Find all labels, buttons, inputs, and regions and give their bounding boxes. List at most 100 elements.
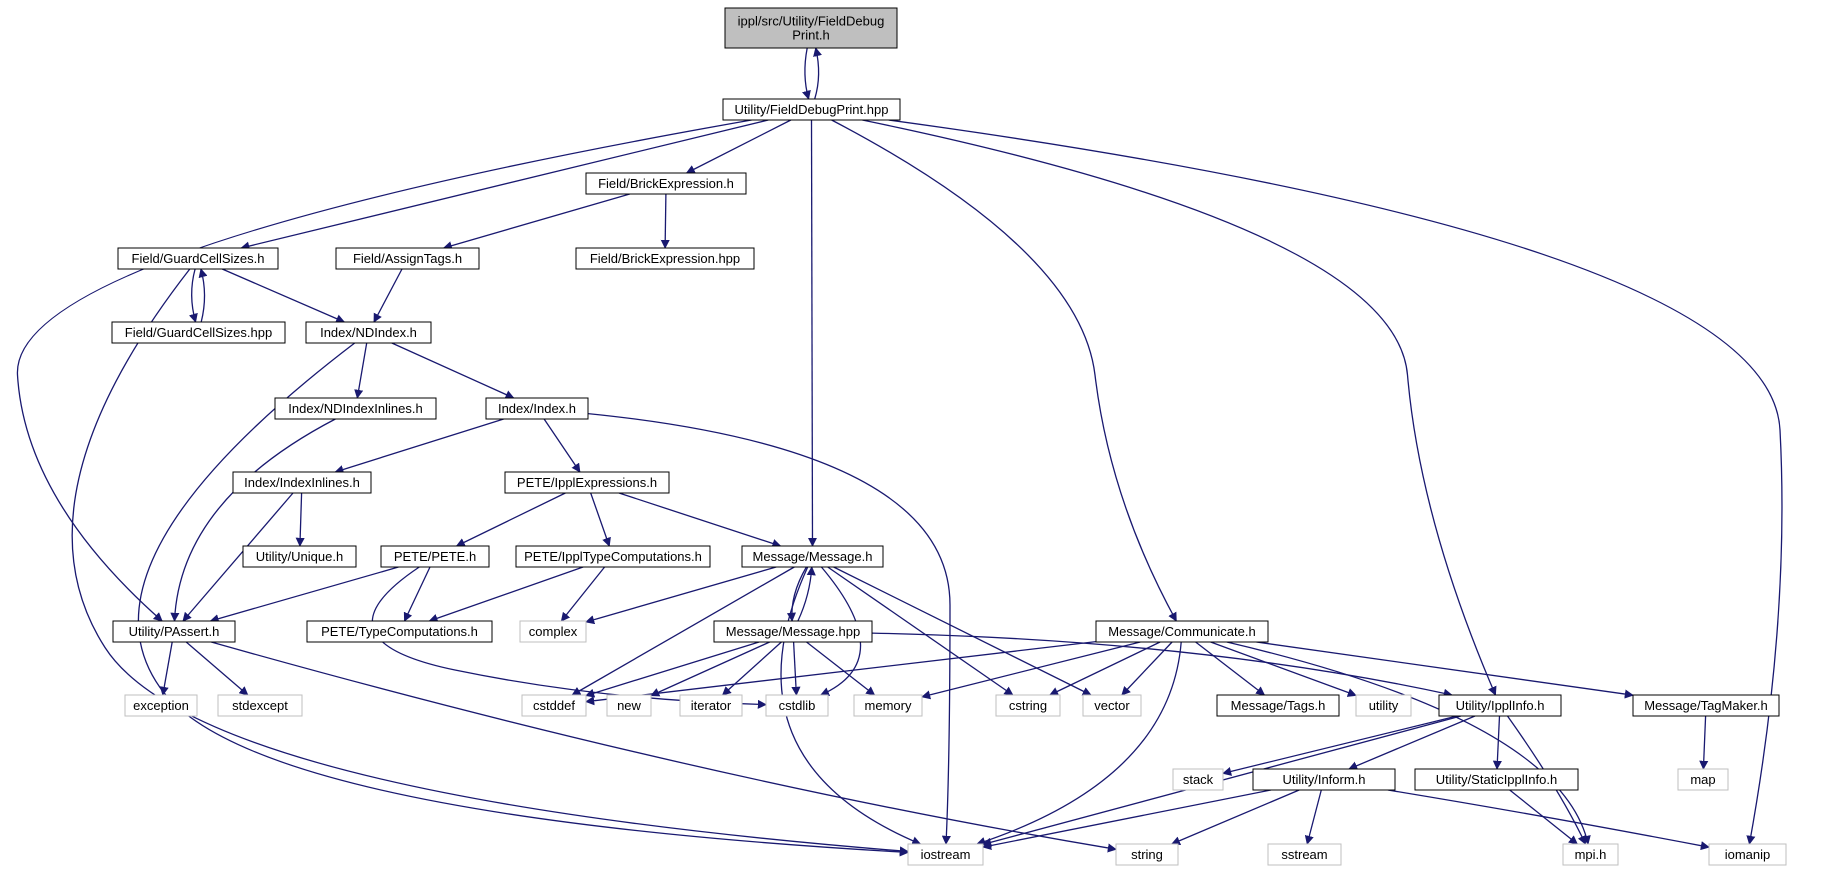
node-guardcell_h[interactable]: Field/GuardCellSizes.h bbox=[117, 247, 279, 270]
node-box bbox=[1095, 620, 1269, 643]
node-label: stdexcept bbox=[232, 698, 288, 713]
edge-inform_h-to-string bbox=[1170, 789, 1300, 845]
edge-inform_h-to-iostream bbox=[982, 789, 1272, 850]
node-label: Utility/FieldDebugPrint.hpp bbox=[735, 102, 889, 117]
node-box bbox=[217, 694, 303, 717]
edge-message_h-to-cstddef bbox=[571, 566, 795, 696]
node-label: map bbox=[1690, 772, 1715, 787]
node-box bbox=[1677, 768, 1729, 791]
node-passert_h[interactable]: Utility/PAssert.h bbox=[112, 620, 236, 643]
node-staticipplinfo_h[interactable]: Utility/StaticIpplInfo.h bbox=[1414, 768, 1579, 791]
node-box bbox=[335, 247, 480, 270]
node-label: Message/TagMaker.h bbox=[1644, 698, 1768, 713]
node-box bbox=[305, 321, 432, 344]
node-label: iterator bbox=[691, 698, 732, 713]
edge-passert_h-to-stdexcept bbox=[185, 641, 249, 696]
edge-communicate_h-to-iostream bbox=[976, 641, 1182, 846]
edge-message_h-to-cstring bbox=[827, 566, 1014, 696]
node-ndindex_h[interactable]: Index/NDIndex.h bbox=[305, 321, 432, 344]
edge-inform_h-to-sstream bbox=[1304, 789, 1322, 845]
node-label: Utility/Inform.h bbox=[1282, 772, 1365, 787]
edge-passert_h-to-exception bbox=[159, 641, 173, 696]
node-vector: vector bbox=[1082, 694, 1142, 717]
edge-message_h-to-iostream bbox=[780, 566, 922, 846]
node-box bbox=[907, 843, 984, 866]
edge-pete_h-to-cstdlib bbox=[371, 566, 767, 709]
node-label: Index/Index.h bbox=[498, 401, 576, 416]
node-message_h[interactable]: Message/Message.h bbox=[741, 545, 884, 568]
node-ipplinfo_h[interactable]: Utility/IpplInfo.h bbox=[1438, 694, 1562, 717]
node-label: Utility/Unique.h bbox=[256, 549, 343, 564]
node-label: memory bbox=[865, 698, 912, 713]
node-box bbox=[232, 471, 372, 494]
node-utility: utility bbox=[1355, 694, 1412, 717]
edge-guardcell_h-to-guardcell_hpp bbox=[189, 268, 198, 323]
edge-fdp_hpp-to-guardcell_h bbox=[240, 119, 769, 251]
edge-communicate_h-to-vector bbox=[1121, 641, 1173, 696]
node-assigntags_h[interactable]: Field/AssignTags.h bbox=[335, 247, 480, 270]
edge-ipplexpr_h-to-message_h bbox=[618, 492, 782, 548]
node-label: cstddef bbox=[533, 698, 575, 713]
node-guardcell_hpp[interactable]: Field/GuardCellSizes.hpp bbox=[111, 321, 286, 344]
edge-message_hpp-to-memory bbox=[806, 641, 876, 696]
node-index_h[interactable]: Index/Index.h bbox=[485, 397, 589, 420]
node-pete_h[interactable]: PETE/PETE.h bbox=[380, 545, 490, 568]
edge-index_h-to-indexinl_h bbox=[334, 418, 504, 474]
node-communicate_h[interactable]: Message/Communicate.h bbox=[1095, 620, 1269, 643]
node-iostream: iostream bbox=[907, 843, 984, 866]
node-label: PETE/PETE.h bbox=[394, 549, 476, 564]
node-label: mpi.h bbox=[1575, 847, 1607, 862]
node-box bbox=[722, 98, 901, 121]
node-stack: stack bbox=[1172, 768, 1224, 791]
node-tagmaker_h[interactable]: Message/TagMaker.h bbox=[1632, 694, 1780, 717]
edge-message_hpp-to-message_h bbox=[797, 566, 816, 622]
node-root[interactable]: ippl/src/Utility/FieldDebugPrint.h bbox=[724, 7, 898, 49]
node-label: Message/Communicate.h bbox=[1108, 624, 1255, 639]
node-inform_h[interactable]: Utility/Inform.h bbox=[1252, 768, 1396, 791]
node-box bbox=[117, 247, 279, 270]
edge-message_h-to-vector bbox=[833, 566, 1092, 696]
edge-index_h-to-iostream bbox=[587, 412, 951, 845]
edge-indexinl_h-to-unique_h bbox=[295, 492, 305, 547]
node-label: PETE/TypeComputations.h bbox=[321, 624, 478, 639]
node-typecomp_h[interactable]: PETE/TypeComputations.h bbox=[306, 620, 493, 643]
edge-communicate_h-to-memory bbox=[921, 641, 1141, 700]
node-brickexpr_h[interactable]: Field/BrickExpression.h bbox=[585, 172, 747, 195]
edge-message_hpp-to-ipplinfo_h bbox=[871, 632, 1453, 698]
node-ippltypecomp_h[interactable]: PETE/IpplTypeComputations.h bbox=[515, 545, 711, 568]
node-ndindexinl_h[interactable]: Index/NDIndexInlines.h bbox=[274, 397, 437, 420]
edge-ipplinfo_h-to-staticipplinfo_h bbox=[1492, 715, 1502, 770]
node-fdp_hpp[interactable]: Utility/FieldDebugPrint.hpp bbox=[722, 98, 901, 121]
node-box bbox=[1216, 694, 1340, 717]
node-label: Utility/PAssert.h bbox=[129, 624, 220, 639]
edges-layer bbox=[16, 47, 1783, 857]
node-label: Index/NDIndexInlines.h bbox=[288, 401, 422, 416]
edge-communicate_h-to-mpi_h bbox=[1226, 641, 1591, 845]
node-box bbox=[1082, 694, 1142, 717]
node-box bbox=[724, 7, 898, 49]
node-ipplexpr_h[interactable]: PETE/IpplExpressions.h bbox=[504, 471, 670, 494]
node-label: vector bbox=[1094, 698, 1130, 713]
node-label: utility bbox=[1369, 698, 1399, 713]
node-unique_h[interactable]: Utility/Unique.h bbox=[242, 545, 357, 568]
node-box bbox=[306, 620, 493, 643]
node-label: Field/BrickExpression.hpp bbox=[590, 251, 740, 266]
edge-communicate_h-to-cstddef bbox=[585, 640, 1097, 706]
edge-ipplexpr_h-to-ippltypecomp_h bbox=[590, 492, 611, 547]
node-box bbox=[521, 694, 587, 717]
edge-ndindexinl_h-to-passert_h bbox=[170, 418, 336, 622]
node-label: stack bbox=[1183, 772, 1214, 787]
nodes-layer: ippl/src/Utility/FieldDebugPrint.hUtilit… bbox=[111, 7, 1787, 866]
node-indexinl_h[interactable]: Index/IndexInlines.h bbox=[232, 471, 372, 494]
node-brickexpr_hpp[interactable]: Field/BrickExpression.hpp bbox=[575, 247, 755, 270]
node-cstddef: cstddef bbox=[521, 694, 587, 717]
node-label: Field/GuardCellSizes.h bbox=[132, 251, 265, 266]
node-message_hpp[interactable]: Message/Message.hpp bbox=[713, 620, 873, 643]
edge-ipplinfo_h-to-inform_h bbox=[1348, 715, 1476, 771]
node-box bbox=[1414, 768, 1579, 791]
node-sstream: sstream bbox=[1267, 843, 1342, 866]
node-tags_h[interactable]: Message/Tags.h bbox=[1216, 694, 1340, 717]
node-memory: memory bbox=[853, 694, 923, 717]
node-label: PETE/IpplTypeComputations.h bbox=[524, 549, 702, 564]
edge-brickexpr_h-to-assigntags_h bbox=[442, 193, 630, 251]
